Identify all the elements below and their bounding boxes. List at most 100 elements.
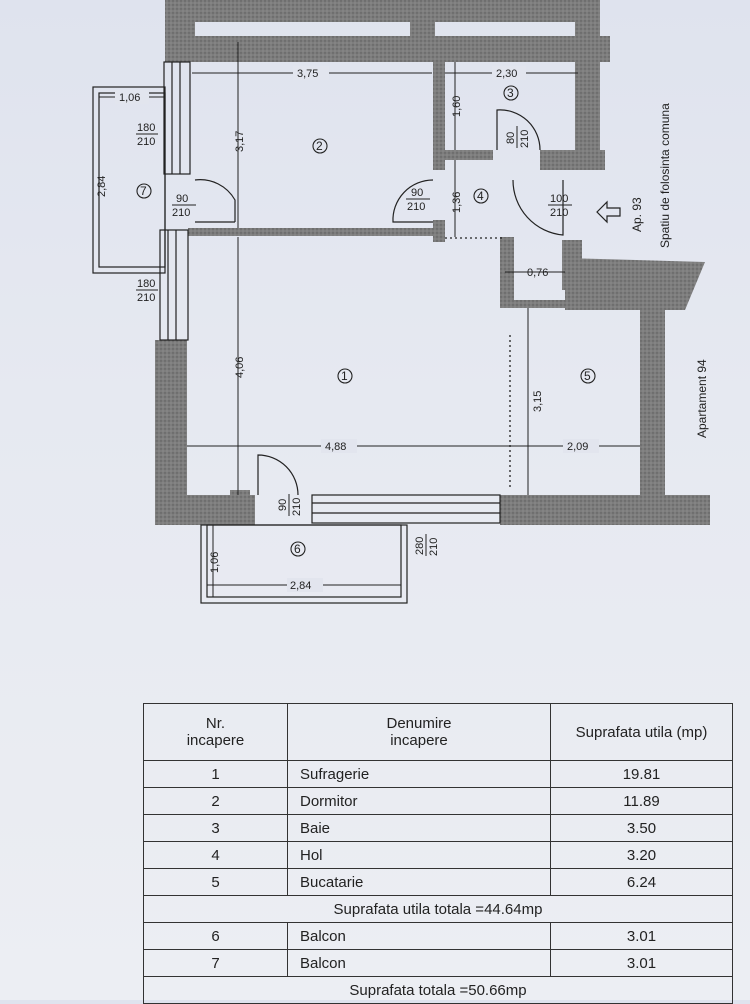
cell-name: Hol [287, 841, 551, 869]
room-marker-6: 6 [290, 541, 306, 557]
door-label-w7-top: 180 210 [136, 122, 158, 148]
table-row: 5 Bucatarie 6.24 [143, 868, 733, 896]
room-marker-4: 4 [473, 188, 489, 204]
door-height: 210 [407, 201, 425, 213]
table-row: 7 Balcon 3.01 [143, 949, 733, 977]
svg-text:6: 6 [294, 542, 301, 556]
dotted-openings [445, 237, 511, 490]
door-width: 90 [176, 193, 188, 205]
dim-3-17: 3,17 [234, 131, 246, 152]
total-useful-area: Suprafata utila totala =44.64mp [143, 895, 733, 923]
door-height: 210 [291, 498, 303, 516]
dimension-labels: 3,75 2,30 1,06 3,17 1,60 2,84 1,36 0,76 … [96, 66, 599, 592]
cell-nr: 4 [143, 841, 288, 869]
header-text: incapere [390, 732, 448, 749]
door-height: 210 [137, 292, 155, 304]
header-room-number: Nr. incapere [143, 703, 288, 761]
dim-2-84-left: 2,84 [96, 176, 108, 197]
door-height: 210 [137, 136, 155, 148]
header-text: Denumire [386, 715, 452, 732]
label-ap93: Ap. 93 [630, 197, 644, 232]
window-frames [159, 61, 501, 524]
svg-text:7: 7 [140, 184, 147, 198]
door-width: 100 [550, 193, 568, 205]
cell-nr: 2 [143, 787, 288, 815]
total-area-row: Suprafata totala =50.66mp [143, 976, 733, 1004]
table-row: 6 Balcon 3.01 [143, 922, 733, 950]
dim-1-06-bottom: 1,06 [209, 552, 221, 573]
dim-3-75: 3,75 [297, 68, 318, 80]
door-height: 210 [550, 207, 568, 219]
cell-name: Balcon [287, 922, 551, 950]
cell-area: 11.89 [550, 787, 733, 815]
dim-1-36: 1,36 [451, 192, 463, 213]
cell-nr: 5 [143, 868, 288, 896]
label-common-space: Spatiu de folosinta comuna [658, 103, 672, 248]
door-width: 80 [505, 132, 517, 144]
door-width: 180 [137, 278, 155, 290]
door-label-2: 90 210 [406, 187, 430, 213]
cell-area: 6.24 [550, 868, 733, 896]
cell-name: Dormitor [287, 787, 551, 815]
cell-name: Balcon [287, 949, 551, 977]
svg-text:4: 4 [477, 189, 484, 203]
dim-2-09: 2,09 [567, 441, 588, 453]
room-area-table: Nr. incapere Denumire incapere Suprafata… [143, 703, 733, 1004]
door-height: 210 [519, 130, 531, 148]
cell-name: Bucatarie [287, 868, 551, 896]
door-labels: 180 210 180 210 90 210 80 210 90 210 100… [136, 122, 572, 556]
room-markers: 1 2 3 4 5 6 7 [136, 85, 596, 557]
table-row: 4 Hol 3.20 [143, 841, 733, 869]
door-width: 180 [137, 122, 155, 134]
table-row: 1 Sufragerie 19.81 [143, 760, 733, 788]
dim-2-30: 2,30 [496, 68, 517, 80]
cell-area: 19.81 [550, 760, 733, 788]
cell-area: 3.01 [550, 922, 733, 950]
room-marker-2: 2 [312, 138, 328, 154]
cell-name: Baie [287, 814, 551, 842]
dim-4-06: 4,06 [234, 357, 246, 378]
room-marker-1: 1 [337, 368, 353, 384]
door-label-7: 90 210 [172, 193, 196, 219]
door-swings [194, 109, 564, 496]
cell-nr: 7 [143, 949, 288, 977]
cell-area: 3.20 [550, 841, 733, 869]
total-useful-row: Suprafata utila totala =44.64mp [143, 895, 733, 923]
door-label-3: 80 210 [505, 126, 531, 148]
room-marker-7: 7 [136, 183, 152, 199]
cell-area: 3.50 [550, 814, 733, 842]
door-label-w7-bottom: 180 210 [136, 278, 158, 304]
balcony-outlines [92, 86, 408, 604]
header-text: incapere [186, 732, 245, 749]
entry-arrow-icon [596, 200, 621, 224]
label-ap94: Apartament 94 [695, 359, 709, 438]
header-text: Nr. [205, 715, 226, 732]
door-width: 280 [414, 537, 426, 555]
cell-area: 3.01 [550, 949, 733, 977]
room-marker-5: 5 [580, 368, 596, 384]
dim-0-76: 0,76 [527, 267, 548, 279]
table-header-row: Nr. incapere Denumire incapere Suprafata… [143, 703, 733, 761]
total-area: Suprafata totala =50.66mp [143, 976, 733, 1004]
floor-plan: 3,75 2,30 1,06 3,17 1,60 2,84 1,36 0,76 … [92, 0, 710, 604]
door-width: 90 [277, 499, 289, 511]
dim-2-84-bottom: 2,84 [290, 580, 311, 592]
door-height: 210 [172, 207, 190, 219]
dim-1-60: 1,60 [451, 96, 463, 117]
door-label-entry: 100 210 [548, 193, 572, 219]
cell-name: Sufragerie [287, 760, 551, 788]
svg-text:3: 3 [507, 86, 514, 100]
svg-text:5: 5 [584, 369, 591, 383]
door-width: 90 [411, 187, 423, 199]
dim-3-15: 3,15 [532, 391, 544, 412]
table-row: 3 Baie 3.50 [143, 814, 733, 842]
dim-1-06-top: 1,06 [119, 92, 140, 104]
door-label-6: 90 210 [277, 494, 303, 516]
header-room-name: Denumire incapere [287, 703, 551, 761]
dim-4-88: 4,88 [325, 441, 346, 453]
table-row: 2 Dormitor 11.89 [143, 787, 733, 815]
svg-text:1: 1 [341, 369, 348, 383]
cell-nr: 1 [143, 760, 288, 788]
header-useful-area: Suprafata utila (mp) [550, 703, 733, 761]
room-marker-3: 3 [503, 85, 519, 101]
